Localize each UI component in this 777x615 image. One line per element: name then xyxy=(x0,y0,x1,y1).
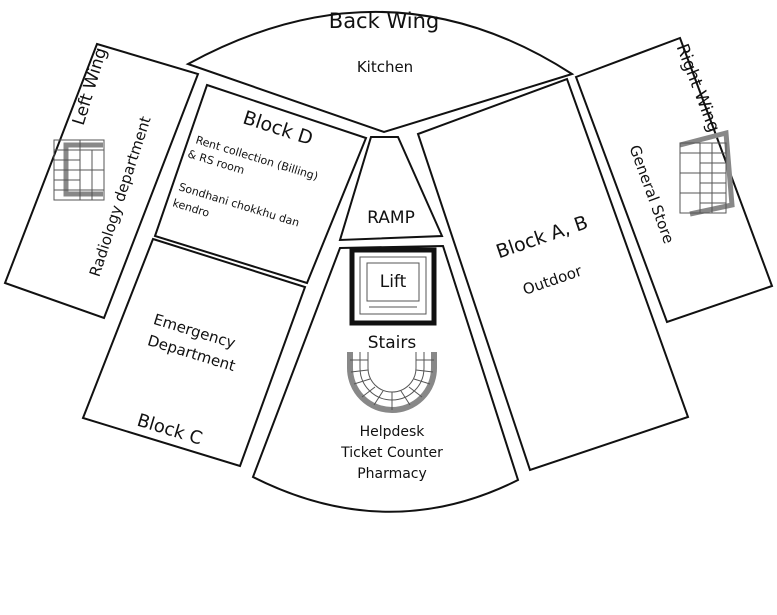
left-wing-shape xyxy=(3,42,200,320)
back-wing-title: Back Wing xyxy=(329,9,439,33)
center-hall: Lift Stairs Helpdesk Ticket Counter Phar… xyxy=(251,244,520,513)
block-c: Emergency Department Block C xyxy=(81,237,307,468)
back-wing-shape xyxy=(185,10,575,134)
ramp-shape xyxy=(338,136,444,242)
block-ab-shape xyxy=(416,77,690,472)
kitchen-label: Kitchen xyxy=(357,58,413,76)
right-wing-stairs-icon xyxy=(679,129,735,217)
stairs-label: Stairs xyxy=(368,333,417,353)
block-c-shape xyxy=(81,237,307,468)
pharmacy-label: Pharmacy xyxy=(357,466,427,482)
block-d-shape xyxy=(153,83,368,285)
center-hall-shape xyxy=(251,244,520,513)
left-wing-stairs-icon xyxy=(53,139,105,201)
ramp-label: RAMP xyxy=(367,208,415,228)
lift-label: Lift xyxy=(380,272,407,292)
back-wing: Back Wing Kitchen xyxy=(185,9,575,134)
block-ab: Block A, B Outdoor xyxy=(416,77,690,472)
helpdesk-label: Helpdesk xyxy=(360,424,426,440)
right-wing-shape xyxy=(574,36,774,324)
lift-icon xyxy=(349,247,437,326)
block-d: Block D Rent collection (Billing) & RS r… xyxy=(153,83,368,285)
ramp: RAMP xyxy=(338,136,444,242)
ticket-counter-label: Ticket Counter xyxy=(340,445,443,461)
curved-stairs-icon xyxy=(347,352,437,413)
